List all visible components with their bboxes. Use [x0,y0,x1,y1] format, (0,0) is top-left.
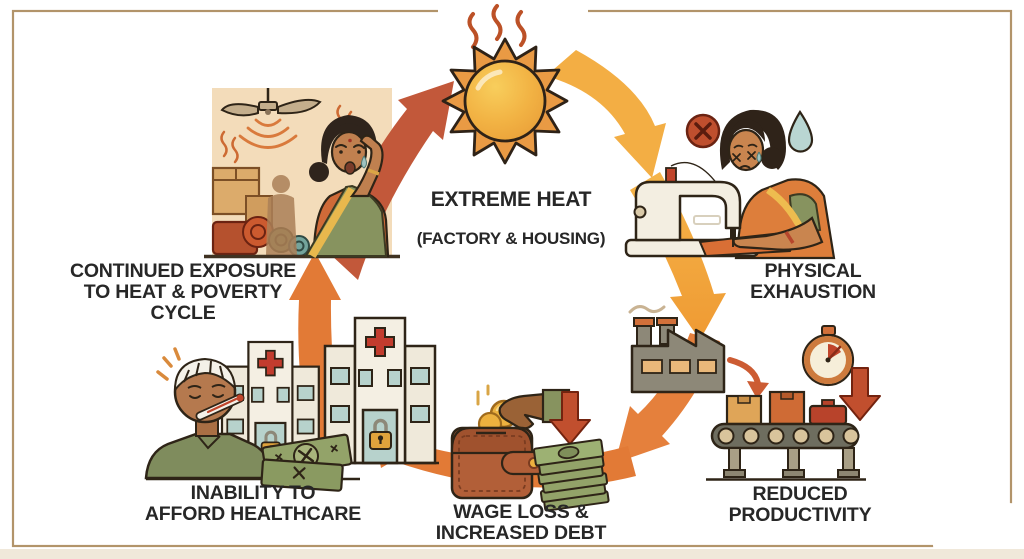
overheated-woman [304,115,390,259]
seamstress-arm [732,216,824,251]
x-mark-icon [685,113,721,149]
heat-waves-icon [467,4,527,49]
sick-man [144,347,274,480]
sun-icon [441,4,569,165]
curved-arrow-icon [727,357,769,399]
label-inability-afford-healthcare: INABILITY TO AFFORD HEALTHCARE [144,482,362,526]
ceiling-fan-icon [220,88,322,117]
factory-icon [628,305,726,394]
conveyor-belt-icon [706,390,866,481]
extreme-heat-subtitle: (FACTORY & HOUSING) [416,228,606,248]
page-border [0,4,1024,559]
exhausted-seamstress-scene [624,109,836,260]
reduced-productivity-scene [628,305,881,481]
crossed-money-icon [260,433,353,492]
label-extreme-heat: EXTREME HEAT (FACTORY & HOUSING) [417,172,606,265]
down-arrow-icon [549,391,591,445]
money-stack-icon [532,438,610,512]
down-arrow-icon [839,367,881,421]
sweat-drop-icon [787,109,814,153]
heat-waves-icon [238,118,298,149]
label-wage-loss: WAGE LOSS & INCREASED DEBT [435,501,607,545]
extreme-heat-title: EXTREME HEAT [430,188,592,212]
stopwatch-icon [801,325,855,387]
arrow-heat-to-exhaustion [546,50,666,178]
label-reduced-productivity: REDUCED PRODUCTIVITY [728,483,872,527]
healthcare-scene [144,316,441,492]
wage-loss-scene [450,384,610,512]
shadow-figure [266,175,297,255]
wallet-icon [450,411,550,500]
label-physical-exhaustion: PHYSICAL EXHAUSTION [750,260,876,304]
label-continued-exposure: CONTINUED EXPOSURE TO HEAT & POVERTY CYC… [69,260,297,325]
